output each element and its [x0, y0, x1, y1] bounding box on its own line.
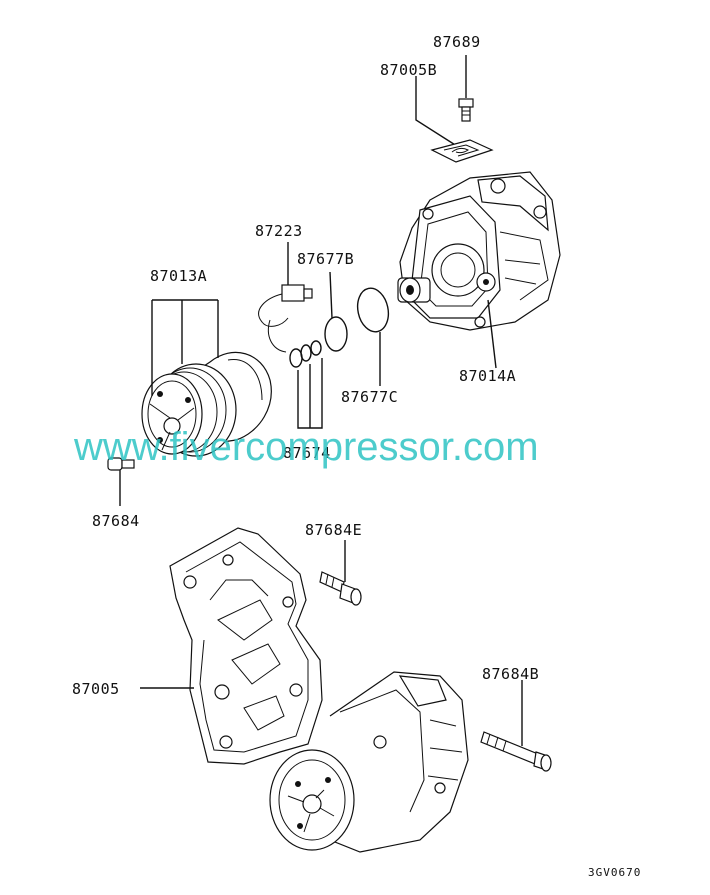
label-87684B: 87684B — [482, 665, 539, 683]
label-87684: 87684 — [92, 512, 140, 530]
bolt-87689-drawing — [458, 55, 474, 122]
label-87684E: 87684E — [305, 521, 362, 539]
bolt-87684E-drawing — [319, 540, 362, 606]
label-87677B: 87677B — [297, 250, 354, 268]
label-87674: 87674 — [283, 444, 331, 462]
ring-87677C-drawing — [356, 287, 390, 386]
oring-87677B-drawing — [324, 271, 348, 352]
label-87677C: 87677C — [341, 388, 398, 406]
bolt-87684B-drawing — [480, 680, 552, 772]
label-87223: 87223 — [255, 222, 303, 240]
label-87014A: 87014A — [459, 367, 516, 385]
bolt-87684-drawing — [107, 457, 135, 506]
label-87013A: 87013A — [150, 267, 207, 285]
compressor-87014A-drawing — [397, 171, 561, 369]
bracket-87005-drawing — [140, 527, 323, 765]
label-87005: 87005 — [72, 680, 120, 698]
label-87005B: 87005B — [380, 61, 437, 79]
compressor-lower-drawing — [269, 671, 469, 853]
watermark-text: www.fivercompressor.com — [73, 425, 539, 469]
clutch-87013A-drawing — [141, 299, 272, 457]
label-87689: 87689 — [433, 33, 481, 51]
shims-87674-drawing — [289, 340, 323, 429]
diagram-code: 3GV0670 — [588, 866, 641, 879]
bracket-87005B-drawing — [415, 76, 494, 163]
sensor-87223-drawing — [258, 242, 313, 353]
